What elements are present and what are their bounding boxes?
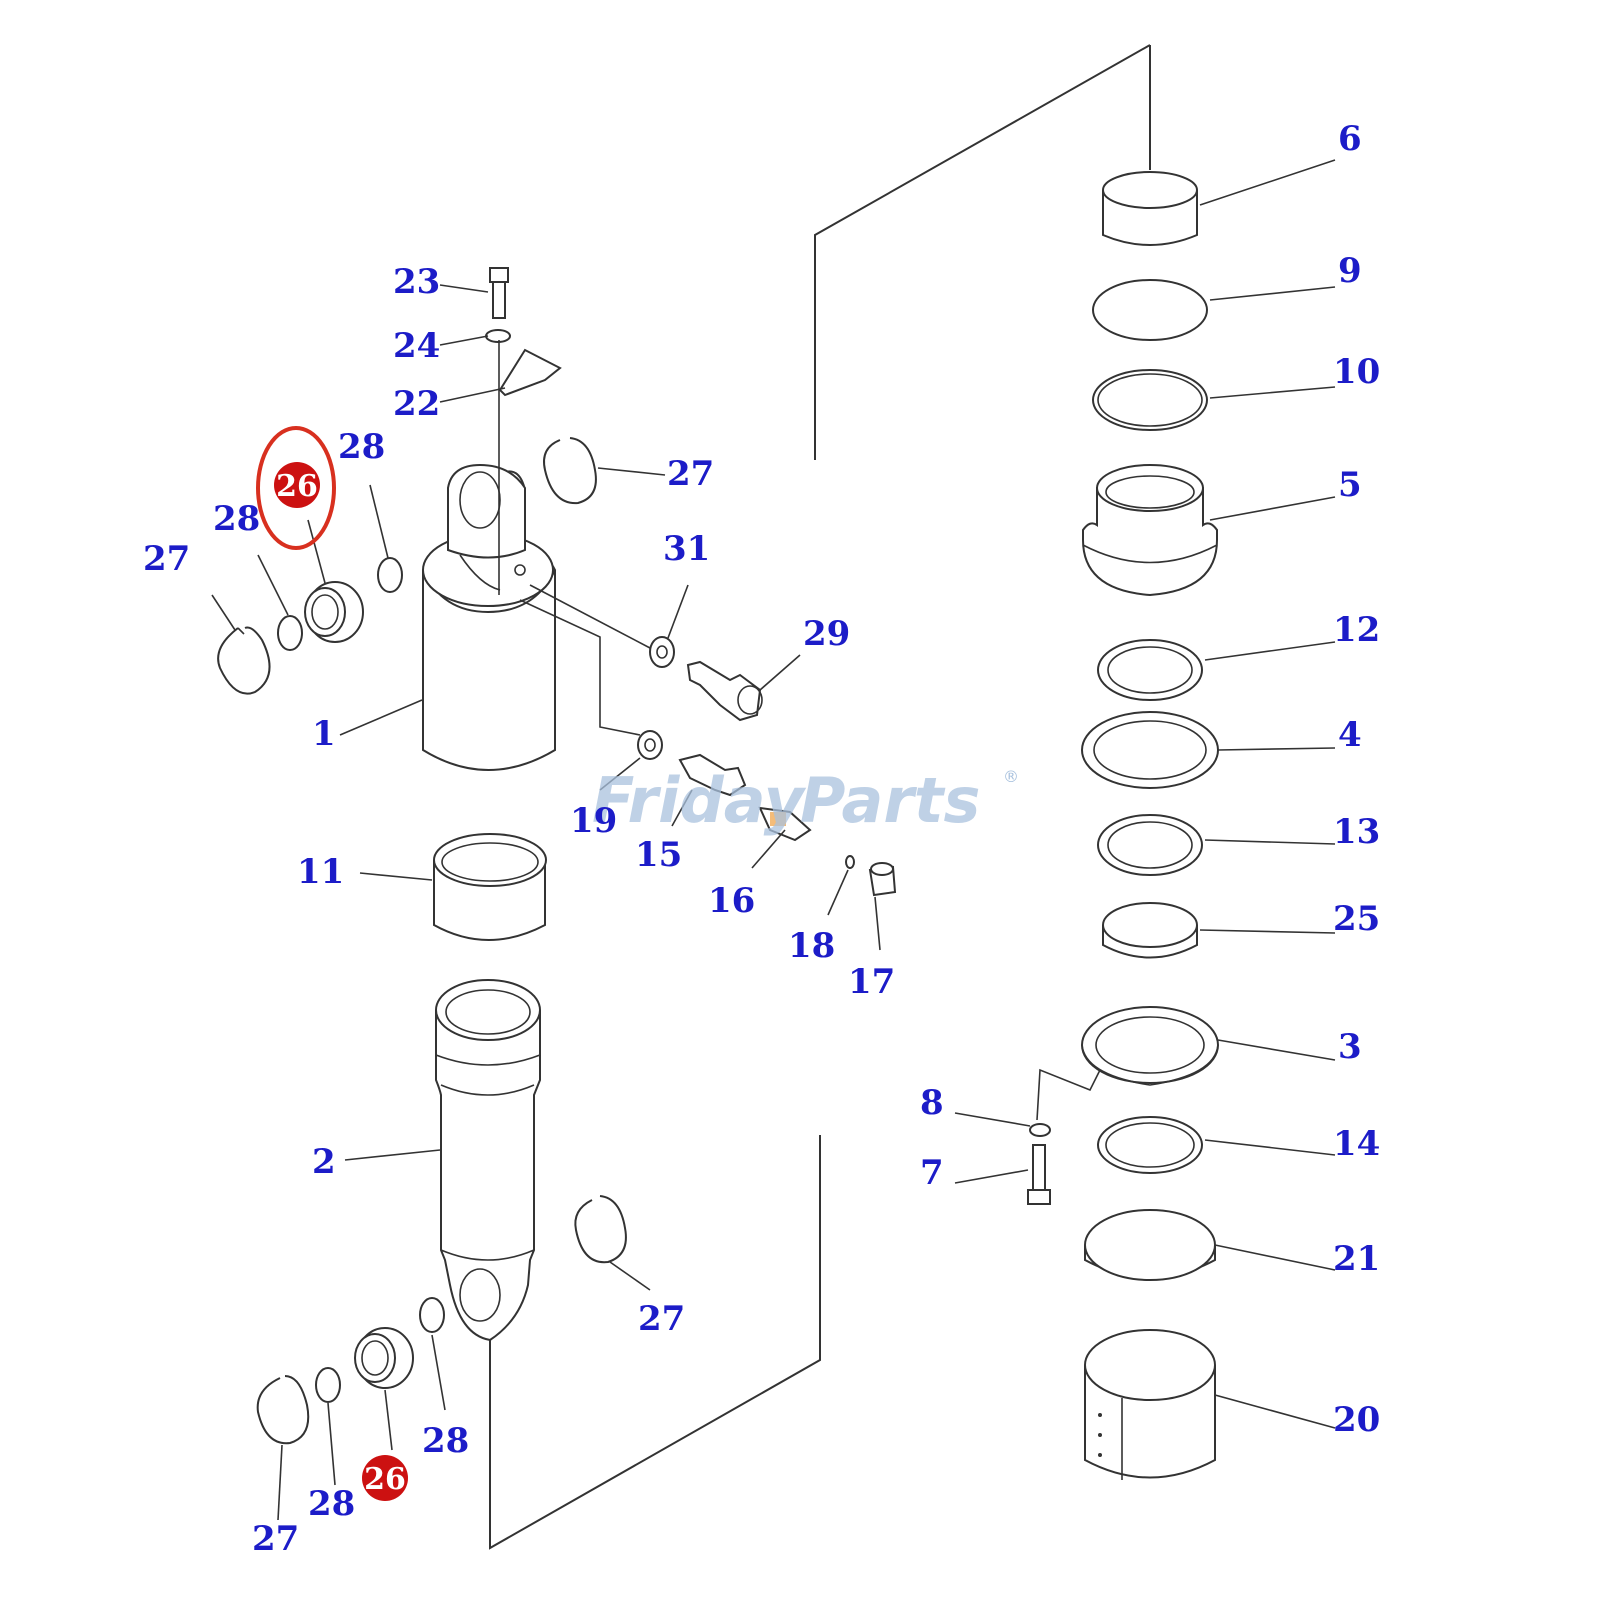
part-5-housing[interactable] xyxy=(1082,464,1218,597)
label-part-25[interactable]: 25 xyxy=(1333,899,1380,939)
part-11-collar[interactable] xyxy=(433,833,547,941)
part-24-washer[interactable] xyxy=(485,329,511,343)
label-part-28-d[interactable]: 28 xyxy=(308,1484,355,1524)
label-part-10[interactable]: 10 xyxy=(1333,352,1380,392)
part-27-snap-ring-upper-left[interactable] xyxy=(217,626,271,695)
label-part-29[interactable]: 29 xyxy=(803,614,850,654)
label-part-28-c[interactable]: 28 xyxy=(422,1421,469,1461)
watermark-reg-mark: ® xyxy=(1003,767,1019,786)
label-part-26-upper[interactable]: 26 xyxy=(276,469,318,504)
label-part-6[interactable]: 6 xyxy=(1338,119,1362,159)
label-part-16[interactable]: 16 xyxy=(708,881,755,921)
part-23-bolt[interactable] xyxy=(489,267,509,319)
part-18-oring[interactable] xyxy=(845,855,855,869)
part-1-cylinder-body[interactable] xyxy=(421,463,557,771)
watermark-brand-b: Parts xyxy=(800,764,980,837)
part-20-cover[interactable] xyxy=(1084,1329,1216,1480)
part-31-nut[interactable] xyxy=(649,636,675,668)
label-part-28-b[interactable]: 28 xyxy=(213,499,260,539)
part-28-oring-lower-left[interactable] xyxy=(315,1367,341,1403)
label-part-14[interactable]: 14 xyxy=(1333,1124,1380,1164)
label-part-7[interactable]: 7 xyxy=(920,1153,944,1193)
leader-lines xyxy=(211,159,1336,1521)
assembly-frame-lines xyxy=(489,44,1151,1550)
label-part-13[interactable]: 13 xyxy=(1333,812,1380,852)
label-part-20[interactable]: 20 xyxy=(1333,1400,1380,1440)
label-part-21[interactable]: 21 xyxy=(1333,1239,1380,1279)
label-part-3[interactable]: 3 xyxy=(1338,1027,1362,1067)
part-26-bushing-upper[interactable] xyxy=(304,581,364,643)
part-15-valve[interactable] xyxy=(678,753,747,797)
label-part-19[interactable]: 19 xyxy=(570,801,617,841)
part-28-oring-upper-left-b[interactable] xyxy=(377,557,403,593)
part-28-oring-upper-left-a[interactable] xyxy=(277,615,303,651)
watermark: Friday Parts ® xyxy=(592,764,1019,837)
part-3-flange[interactable] xyxy=(1081,1006,1219,1086)
label-part-5[interactable]: 5 xyxy=(1338,465,1362,505)
part-19-nut[interactable] xyxy=(637,730,663,760)
part-12-bearing[interactable] xyxy=(1097,639,1203,701)
part-27-snap-ring-lower-right[interactable] xyxy=(574,1195,627,1264)
part-27-snap-ring-lower-left[interactable] xyxy=(256,1375,310,1445)
label-part-11[interactable]: 11 xyxy=(297,852,344,892)
badge-part-26-lower xyxy=(362,1455,408,1501)
label-part-17[interactable]: 17 xyxy=(848,962,895,1002)
label-part-1[interactable]: 1 xyxy=(312,714,336,754)
part-6-sleeve[interactable] xyxy=(1102,171,1198,246)
label-part-24[interactable]: 24 xyxy=(393,326,440,366)
part-29-fitting[interactable] xyxy=(686,660,763,722)
label-part-12[interactable]: 12 xyxy=(1333,610,1380,650)
label-part-15[interactable]: 15 xyxy=(635,835,682,875)
part-22-plate[interactable] xyxy=(498,348,562,397)
part-13-bearing[interactable] xyxy=(1097,814,1203,876)
part-21-band[interactable] xyxy=(1084,1209,1216,1281)
label-part-27-d[interactable]: 27 xyxy=(252,1519,299,1559)
label-part-27-c[interactable]: 27 xyxy=(638,1299,685,1339)
highlight-circle xyxy=(256,426,336,550)
part-27-snap-ring-upper-right[interactable] xyxy=(543,437,597,505)
part-9-seal[interactable] xyxy=(1092,279,1208,341)
badge-part-26-upper xyxy=(274,462,320,508)
label-part-4[interactable]: 4 xyxy=(1338,715,1362,755)
part-28-oring-lower-right[interactable] xyxy=(419,1297,445,1333)
label-part-27-a[interactable]: 27 xyxy=(143,539,190,579)
part-14-ring[interactable] xyxy=(1097,1116,1203,1174)
label-part-28-a[interactable]: 28 xyxy=(338,427,385,467)
label-part-23[interactable]: 23 xyxy=(393,262,440,302)
part-25-ring[interactable] xyxy=(1102,902,1198,959)
part-8-washer[interactable] xyxy=(1029,1123,1051,1137)
label-part-22[interactable]: 22 xyxy=(393,384,440,424)
part-7-bolt[interactable] xyxy=(1027,1144,1051,1205)
part-16-spring[interactable] xyxy=(758,806,812,842)
label-part-31[interactable]: 31 xyxy=(663,529,710,569)
highlight-part-26[interactable]: 26 26 xyxy=(256,426,408,1501)
label-part-8[interactable]: 8 xyxy=(920,1083,944,1123)
label-part-2[interactable]: 2 xyxy=(312,1142,336,1182)
label-part-27-b[interactable]: 27 xyxy=(667,454,714,494)
label-part-18[interactable]: 18 xyxy=(788,926,835,966)
label-part-26-lower[interactable]: 26 xyxy=(364,1462,406,1497)
part-26-bushing-lower[interactable] xyxy=(354,1327,414,1389)
part-labels: 6 9 10 5 12 4 13 25 3 14 21 20 8 7 23 24… xyxy=(143,119,1380,1559)
part-10-ring[interactable] xyxy=(1092,369,1208,431)
part-2-piston-rod[interactable] xyxy=(435,979,541,1342)
part-4-flange[interactable] xyxy=(1081,711,1219,789)
part-17-cap[interactable] xyxy=(868,862,897,897)
watermark-brand-a: Friday xyxy=(592,764,807,837)
label-part-9[interactable]: 9 xyxy=(1338,251,1362,291)
